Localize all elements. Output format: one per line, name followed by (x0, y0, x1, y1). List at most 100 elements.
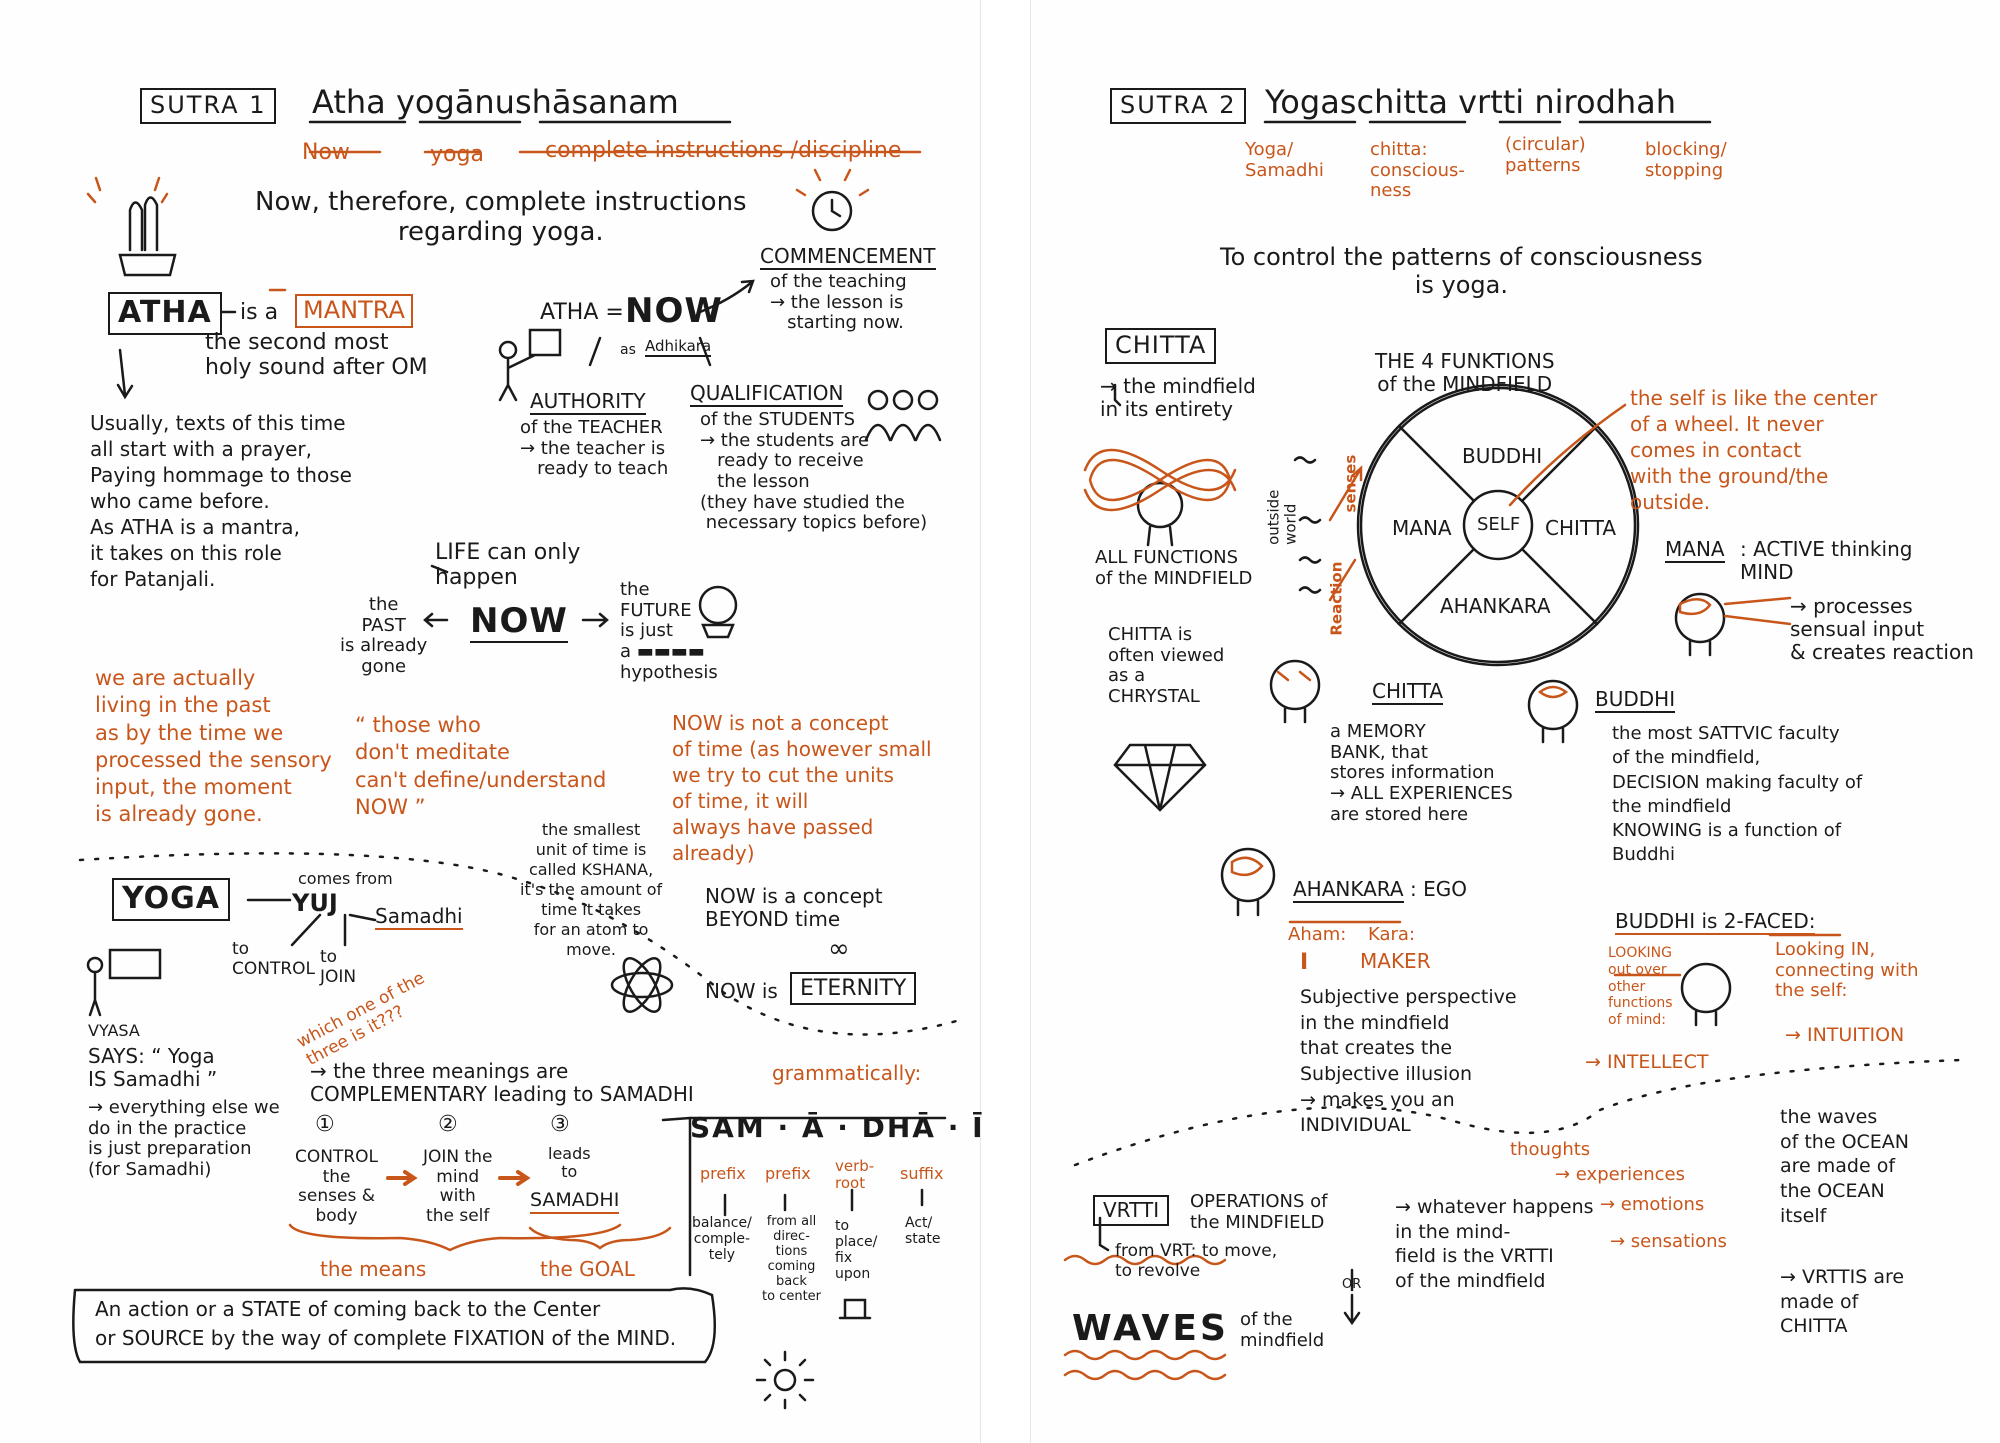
vrttis-made-of-chitta: → VRTTIS are made of CHITTA (1780, 1266, 1905, 1338)
authority-desc: of the TEACHER → the teacher is ready to… (520, 417, 669, 480)
self-wheel-note: the self is like the center of a wheel. … (1630, 386, 1878, 514)
to-control: to CONTROL (232, 939, 316, 979)
meditate-quote: “ those who don't meditate can't define/… (355, 713, 607, 819)
vrtti-box: VRTTI (1093, 1195, 1170, 1226)
emotions-label: → emotions (1600, 1194, 1705, 1215)
yuj-label: YUJ (292, 889, 338, 917)
sutra-1-translation: Now, therefore, complete instructions re… (255, 187, 747, 247)
commencement-label: COMMENCEMENT (760, 244, 936, 270)
eternity-box: ETERNITY (790, 972, 917, 1006)
sutra-2-tag: SUTRA 2 (1110, 88, 1247, 124)
kara-label: Kara: (1368, 924, 1416, 945)
prefix-2-desc: from all direc- tions coming back to cen… (762, 1214, 822, 1304)
suffix-desc: Act/ state (905, 1215, 941, 1248)
suffix-label: suffix (900, 1164, 944, 1183)
vyasa-label: VYASA (88, 1021, 140, 1040)
kara-maker: MAKER (1360, 949, 1431, 973)
mana-processes: → processes sensual input & creates reac… (1790, 594, 1974, 664)
wheel-mana: MANA (1392, 516, 1452, 540)
ahankara-ego: : EGO (1410, 877, 1467, 901)
comes-from: comes from (298, 869, 393, 888)
four-functions-title: THE 4 FUNKTIONS of the MINDFIELD (1375, 349, 1555, 396)
three-meanings: → the three meanings are COMPLEMENTARY l… (310, 1059, 694, 1106)
sutra-1-gloss-instructions: complete instructions /discipline (545, 138, 902, 163)
sutra-2-translation: To control the patterns of consciousness… (1220, 243, 1703, 299)
right-page-sutra-2 (1030, 0, 2000, 1443)
step-2-join: JOIN the mind with the self (423, 1147, 493, 1226)
now-big: NOW (625, 291, 723, 331)
samadhi-definition: An action or a STATE of coming back to t… (95, 1297, 677, 1350)
step-3-leads-to: leads to (548, 1144, 591, 1182)
step-1-number: ① (315, 1112, 335, 1137)
experiences-label: → experiences (1555, 1164, 1685, 1185)
operations-mindfield: OPERATIONS of the MINDFIELD (1190, 1191, 1328, 1233)
reaction-label: Reaction (1327, 561, 1346, 636)
or-label: OR (1342, 1277, 1362, 1292)
authority-label: AUTHORITY (530, 389, 646, 415)
step-2-number: ② (438, 1112, 458, 1137)
looking-in: Looking IN, connecting with the self: (1775, 939, 1919, 1002)
mindfield-entirety: → the mindfield in its entirety (1100, 374, 1256, 421)
samadhi-root: Samadhi (375, 904, 463, 930)
atha-box: ATHA (108, 292, 222, 335)
step-1-control: CONTROL the senses & body (295, 1147, 379, 1226)
beyond-time: NOW is a concept BEYOND time (705, 884, 883, 931)
adhikara-label: Adhikara (645, 337, 712, 358)
sutra-2-gloss-yoga: Yoga/ Samadhi (1245, 139, 1324, 181)
mantra-label: MANTRA (295, 294, 413, 328)
chitta-crystal-note: CHITTA is often viewed as a CHRYSTAL (1108, 624, 1225, 708)
now-center: NOW (470, 601, 568, 644)
whatever-happens: → whatever happens in the mind- field is… (1395, 1196, 1594, 1293)
buddhi-title: BUDDHI (1595, 687, 1676, 713)
prefix-1-desc: balance/ comple- tely (692, 1215, 752, 1264)
aham-label: Aham: (1288, 924, 1347, 945)
life-only-now: LIFE can only happen (435, 540, 581, 591)
thoughts-label: thoughts (1510, 1139, 1591, 1160)
verb-root-label: verb- root (835, 1157, 875, 1193)
everything-else: → everything else we do in the practice … (88, 1097, 280, 1181)
all-functions: ALL FUNCTIONS of the MINDFIELD (1095, 547, 1253, 589)
sutra-2-gloss-chitta: chitta: conscious- ness (1370, 139, 1465, 202)
sutra-1-gloss-now: Now (302, 140, 350, 165)
mana-title: MANA (1665, 537, 1725, 563)
qualification-label: QUALIFICATION (690, 381, 844, 407)
wheel-chitta: CHITTA (1545, 516, 1617, 540)
second-most-holy: the second most holy sound after OM (205, 330, 428, 381)
sutra-1-gloss-yoga: yoga (430, 142, 484, 167)
step-3-number: ③ (550, 1112, 570, 1137)
ahankara-title: AHANKARA (1293, 877, 1404, 903)
living-in-past-note: we are actually living in the past as by… (95, 666, 332, 827)
buddhi-two-faced: BUDDHI is 2-FACED: (1615, 909, 1816, 935)
atha-is-a: is a (240, 300, 279, 325)
aham-i: I (1300, 950, 1309, 975)
verb-root-desc: to place/ fix upon (835, 1218, 878, 1283)
prefix-2-label: prefix (765, 1164, 811, 1183)
grammatically-label: grammatically: (772, 1061, 922, 1085)
prefix-1-label: prefix (700, 1164, 746, 1183)
as-label: as (620, 342, 636, 358)
not-a-concept-note: NOW is not a concept of time (as however… (672, 711, 932, 865)
ahankara-description: Subjective perspective in the mindfield … (1300, 986, 1517, 1137)
senses-label: senses (1341, 454, 1360, 513)
to-join: to JOIN (320, 947, 357, 987)
vyasa-says: SAYS: “ Yoga IS Samadhi ” (88, 1044, 218, 1091)
looking-out: LOOKING out over other functions of mind… (1608, 945, 1673, 1029)
sutra-1-tag: SUTRA 1 (140, 88, 277, 124)
future-label: the FUTURE is just a ▬▬▬▬ hypothesis (620, 579, 718, 683)
wheel-self: SELF (1477, 514, 1521, 535)
step-3-samadhi: SAMADHI (530, 1189, 620, 1214)
waves-big: WAVES (1072, 1308, 1229, 1349)
samadhi-split: SAM · Ā · DHĀ · Ī (690, 1111, 985, 1144)
chitta-title: CHITTA (1372, 679, 1444, 705)
outside-world-label: outside world (1264, 489, 1300, 545)
sutra-2-gloss-patterns: (circular) patterns (1505, 134, 1586, 176)
the-means-label: the means (320, 1257, 427, 1281)
from-vrt: from VRT: to move, to revolve (1115, 1241, 1278, 1281)
the-goal-label: the GOAL (540, 1257, 635, 1281)
sutra-1-title: Atha yogānushāsanam (312, 83, 679, 121)
wheel-buddhi: BUDDHI (1462, 444, 1543, 468)
mana-description: : ACTIVE thinking MIND (1740, 537, 1913, 584)
kshana-note: the smallest unit of time is called KSHA… (520, 820, 663, 959)
ocean-analogy: the waves of the OCEAN are made of the O… (1780, 1106, 1910, 1227)
buddhi-description: the most SATTVIC faculty of the mindfiel… (1612, 723, 1863, 866)
